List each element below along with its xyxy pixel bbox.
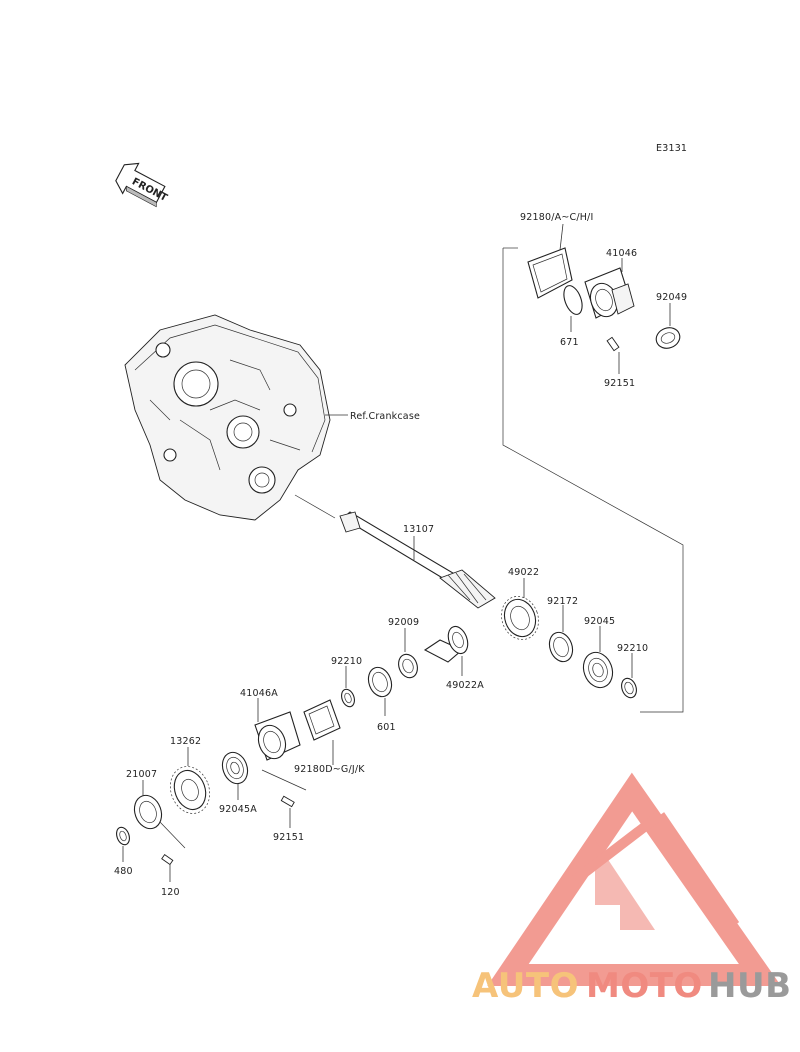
diagram-code: E3131 [656,143,687,154]
part-label-92180-ac: 92180/A~C/H/I [520,212,593,223]
part-label-480: 480 [114,866,133,877]
part-label-92151-bottom: 92151 [273,832,304,843]
front-arrow-icon: FRONT [115,162,169,208]
part-92009-collar [398,628,418,679]
part-92045a-bearing [221,751,249,800]
brand-moto: MOTO [586,966,703,1006]
part-21007-plate [133,780,186,849]
part-92210-circlip-right [621,653,637,699]
part-label-13107: 13107 [403,524,434,535]
part-92180d-gasket [303,699,341,765]
brand-hub: HUB [708,966,791,1006]
part-49022a-pinion [423,625,469,676]
part-601-bearing [367,666,393,716]
part-label-13262: 13262 [170,736,201,747]
part-41046-housing [584,258,635,319]
part-13107-shaft [339,511,496,609]
part-92210-circlip-left [341,666,355,708]
axis-line [294,494,336,519]
part-label-92210-right: 92210 [617,643,648,654]
part-label-92172: 92172 [547,596,578,607]
part-label-92049: 92049 [656,292,687,303]
part-92151-bolt-bottom [261,769,307,828]
part-92151-bolt-top [606,336,620,374]
part-92049-seal [655,303,681,349]
automotohub-logo-icon [487,772,782,986]
part-label-92009: 92009 [388,617,419,628]
part-label-41046: 41046 [606,248,637,259]
part-label-49022a: 49022A [446,680,484,691]
crankcase-illustration: Ref.Crankcase [124,314,420,521]
part-13262-gear [169,747,211,814]
group-bracket [502,247,684,713]
part-92172-ring [548,605,574,663]
part-671-oring [563,285,583,332]
part-label-41046a: 41046A [240,688,278,699]
automotohub-brand-text: AUTO MOTO HUB [472,966,791,1006]
part-41046a-housing [254,698,301,761]
part-92180-gasket [527,223,573,299]
part-label-21007: 21007 [126,769,157,780]
part-49022-gear [501,578,539,640]
part-label-120: 120 [161,887,180,898]
part-label-92180dg: 92180D~G/J/K [294,764,365,775]
part-label-92045a: 92045A [219,804,257,815]
ref-crankcase-label: Ref.Crankcase [350,411,420,422]
part-label-671: 671 [560,337,579,348]
part-label-49022: 49022 [508,567,539,578]
part-92045-bearing [582,626,614,689]
part-label-601: 601 [377,722,396,733]
part-120-bolt [161,854,174,882]
part-480-circlip [116,826,130,862]
part-label-92045: 92045 [584,616,615,627]
part-label-92151-top: 92151 [604,378,635,389]
brand-auto: AUTO [472,966,579,1006]
part-label-92210-left: 92210 [331,656,362,667]
